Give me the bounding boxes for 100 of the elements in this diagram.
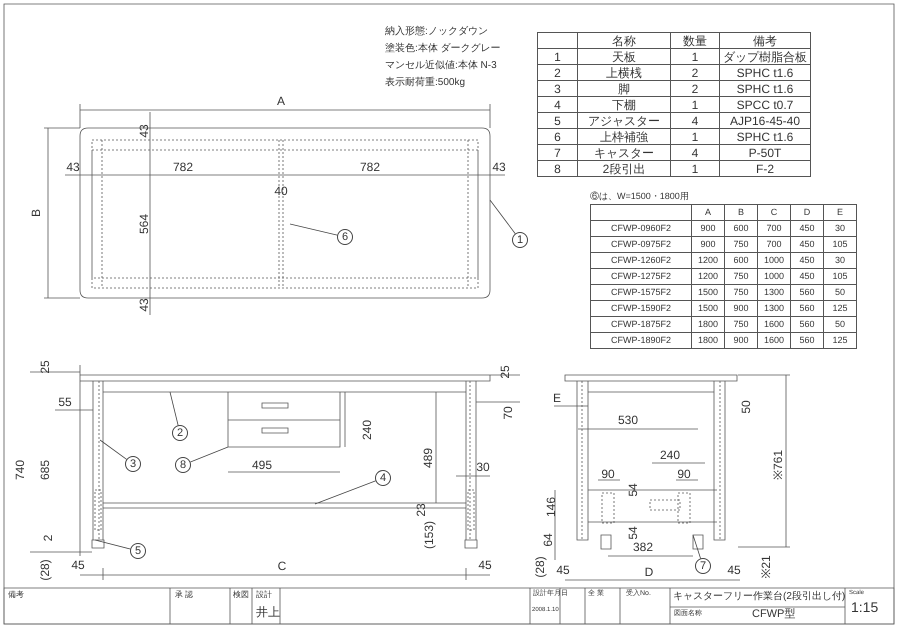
dimension-value: 700 (758, 236, 790, 252)
item-number: 4 (538, 96, 578, 112)
spec-note: 納入形態:ノックダウン (385, 27, 488, 37)
dimension-value: 600 (724, 220, 758, 236)
item-number: 3 (538, 80, 578, 96)
column-header: C (758, 204, 790, 220)
dimension-value: 105 (824, 268, 856, 284)
dimension-value: 450 (790, 220, 824, 236)
part-name: 上横桟 (578, 64, 670, 80)
dimension-value: 750 (724, 316, 758, 332)
dimension-value: 750 (724, 268, 758, 284)
model-number: CFWP-1575F2 (590, 284, 692, 300)
part-name: 天板 (578, 48, 670, 64)
dimension-value: 1600 (758, 316, 790, 332)
drawing-name: CFWP型 (752, 609, 796, 620)
leader-line (692, 534, 701, 559)
column-header: E (824, 204, 856, 220)
dimension-value: 750 (724, 284, 758, 300)
leader-line (190, 446, 228, 462)
item-number: 6 (538, 128, 578, 144)
dimension-value: 146 (545, 496, 557, 518)
item-number: 1 (538, 48, 578, 64)
dimension-value: 750 (724, 236, 758, 252)
spec-note: 塗装色:本体 ダークグレー (385, 44, 501, 54)
dimension-value: 489 (422, 448, 434, 468)
dimension-value: 25 (499, 365, 511, 379)
callout-number: 1 (512, 232, 528, 248)
dimension-value: 43 (138, 298, 150, 312)
dimension-value: 125 (824, 300, 856, 316)
dimension-value: 90 (601, 468, 615, 480)
item-number: 5 (538, 112, 578, 128)
dimension-value: 43 (66, 161, 80, 173)
callout-number: 3 (125, 456, 141, 472)
dimension-value: 600 (724, 252, 758, 268)
dimension-value: ※761 (772, 450, 784, 480)
dimension-value: 105 (824, 236, 856, 252)
remark: SPHC t1.6 (720, 80, 810, 96)
dimension-value: 900 (692, 236, 724, 252)
dimension-value: 54 (627, 526, 639, 540)
dimension-value: 782 (172, 161, 194, 173)
dimension-value: 43 (492, 161, 506, 173)
title-block-label: 設計 (256, 591, 272, 599)
part-name: キャスター (578, 144, 670, 160)
model-number: CFWP-1275F2 (590, 268, 692, 284)
quantity: 1 (670, 160, 720, 176)
quantity: 1 (670, 48, 720, 64)
dimension-value: C (278, 560, 286, 572)
model-number: CFWP-1590F2 (590, 300, 692, 316)
column-header: 数量 (670, 32, 720, 48)
dimension-value: 900 (724, 332, 758, 348)
title-block-label: 承 認 (175, 591, 194, 599)
dimension-value: ※21 (760, 555, 772, 579)
table-note: ⑥は、W=1500・1800用 (590, 192, 689, 201)
dimension-value: 560 (790, 316, 824, 332)
callout-number: 2 (172, 425, 188, 441)
model-number: CFWP-0975F2 (590, 236, 692, 252)
dimension-value: 43 (138, 124, 150, 138)
model-number: CFWP-1890F2 (590, 332, 692, 348)
leader-line (290, 224, 338, 236)
dimension-value: 1200 (692, 252, 724, 268)
dimension-value: 450 (790, 252, 824, 268)
leader-line (94, 540, 131, 550)
dimension-value: 45 (556, 564, 570, 576)
dimension-value: 450 (790, 268, 824, 284)
model-number: CFWP-1875F2 (590, 316, 692, 332)
part-name: 上枠補強 (578, 128, 670, 144)
quantity: 4 (670, 112, 720, 128)
leader-line (170, 392, 178, 426)
dimension-value: 560 (790, 284, 824, 300)
leader-line (490, 200, 516, 234)
dimension-value: (28) (534, 556, 546, 578)
quantity: 2 (670, 64, 720, 80)
remark: AJP16-45-40 (720, 112, 810, 128)
remark: SPHC t1.6 (720, 64, 810, 80)
callout-number: 6 (337, 229, 353, 245)
dimension-value: 1300 (758, 284, 790, 300)
leader-line (100, 440, 127, 460)
dimension-value: 55 (58, 396, 72, 408)
model-number: CFWP-1260F2 (590, 252, 692, 268)
remark: SPCC t0.7 (720, 96, 810, 112)
model-number: CFWP-0960F2 (590, 220, 692, 236)
dimension-value: 2 (42, 534, 54, 542)
dimension-value: 30 (476, 461, 490, 473)
dimension-value: 1800 (692, 316, 724, 332)
callout-number: 5 (130, 543, 146, 559)
part-name: 脚 (578, 80, 670, 96)
title-block-label: 備考 (8, 591, 24, 599)
dimension-value: 25 (39, 360, 51, 374)
dimension-value: 450 (790, 236, 824, 252)
column-header: 名称 (578, 32, 670, 48)
dimension-value: 900 (724, 300, 758, 316)
dimension-value: 240 (660, 449, 680, 461)
dimension-value: 700 (758, 220, 790, 236)
dimension-value: 45 (478, 559, 492, 571)
dimension-value: 54 (627, 483, 639, 497)
dimension-value: 240 (361, 420, 373, 440)
scale-value: 1:15 (851, 600, 878, 614)
quantity: 1 (670, 128, 720, 144)
dimension-value: 1600 (758, 332, 790, 348)
quantity: 2 (670, 80, 720, 96)
